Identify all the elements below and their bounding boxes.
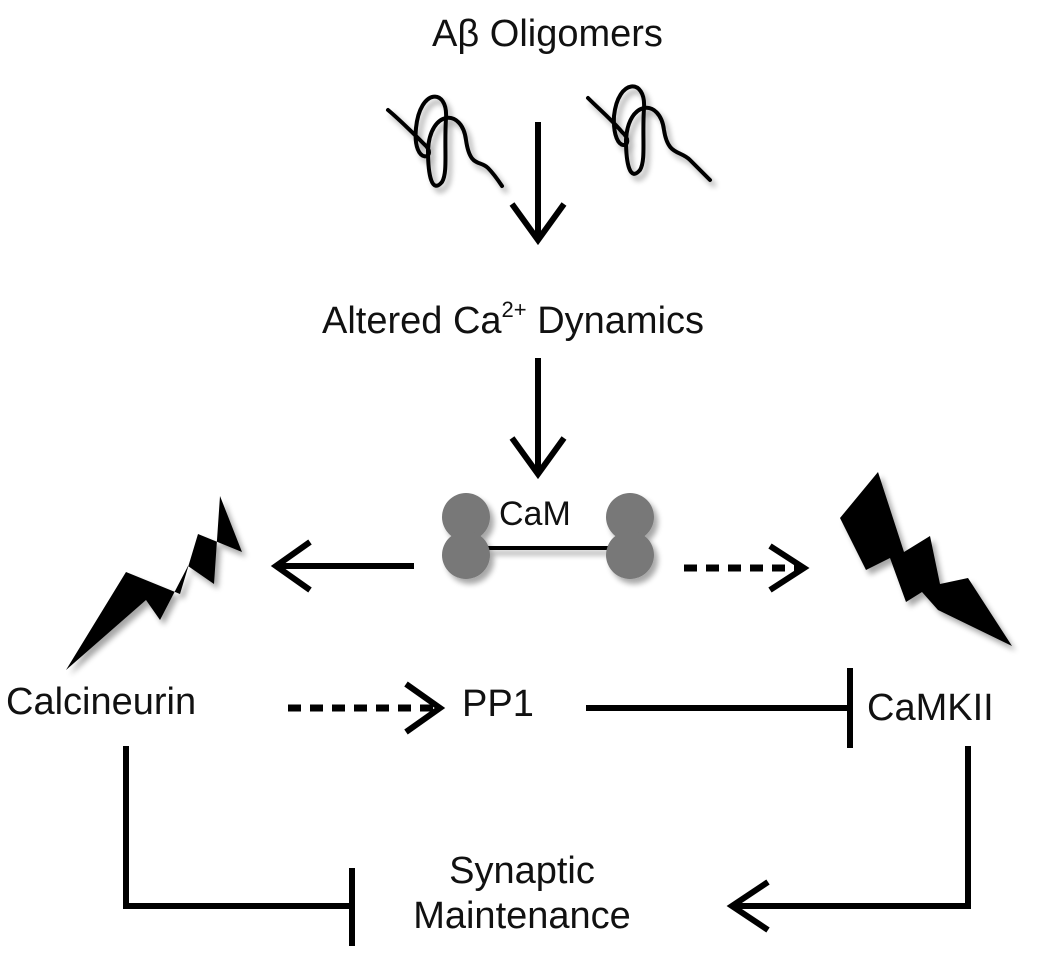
synaptic-maintenance-line2: Maintenance bbox=[413, 895, 631, 937]
arrow-camkii-to-synaptic bbox=[726, 746, 971, 933]
inhibit-pp1-to-camkii bbox=[586, 668, 853, 748]
camkii-label: CaMKII bbox=[867, 687, 994, 729]
oligomer-left-icon bbox=[386, 94, 504, 188]
oligomer-right-icon bbox=[586, 84, 712, 182]
arrow-cam-to-camkii bbox=[684, 543, 810, 593]
altered-calcium-prefix: Altered Ca bbox=[322, 300, 502, 342]
calcineurin-label: Calcineurin bbox=[6, 681, 197, 723]
arrow-cam-to-calcineurin bbox=[270, 539, 414, 593]
altered-calcium-suffix: Dynamics bbox=[526, 300, 705, 342]
pp1-label: PP1 bbox=[462, 683, 534, 725]
inhibit-calcineurin-to-synaptic bbox=[123, 746, 355, 946]
synaptic-maintenance-line1: Synaptic bbox=[449, 850, 595, 892]
cam-protein-icon bbox=[442, 493, 654, 579]
arrow-calcium-to-cam bbox=[509, 358, 567, 480]
abeta-oligomers-label: Aβ Oligomers bbox=[432, 13, 663, 55]
arrow-abeta-to-calcium bbox=[509, 122, 567, 246]
synaptic-maintenance-label: Synaptic Maintenance bbox=[412, 849, 632, 939]
arrow-calcineurin-to-pp1 bbox=[288, 681, 446, 735]
cam-label: CaM bbox=[499, 495, 571, 533]
camkii-lightning-bolt-icon bbox=[840, 472, 1012, 646]
altered-calcium-label: Altered Ca2+ Dynamics bbox=[322, 299, 705, 342]
calcineurin-lightning-bolt-icon bbox=[66, 496, 242, 670]
calcium-charge-superscript: 2+ bbox=[501, 297, 527, 322]
